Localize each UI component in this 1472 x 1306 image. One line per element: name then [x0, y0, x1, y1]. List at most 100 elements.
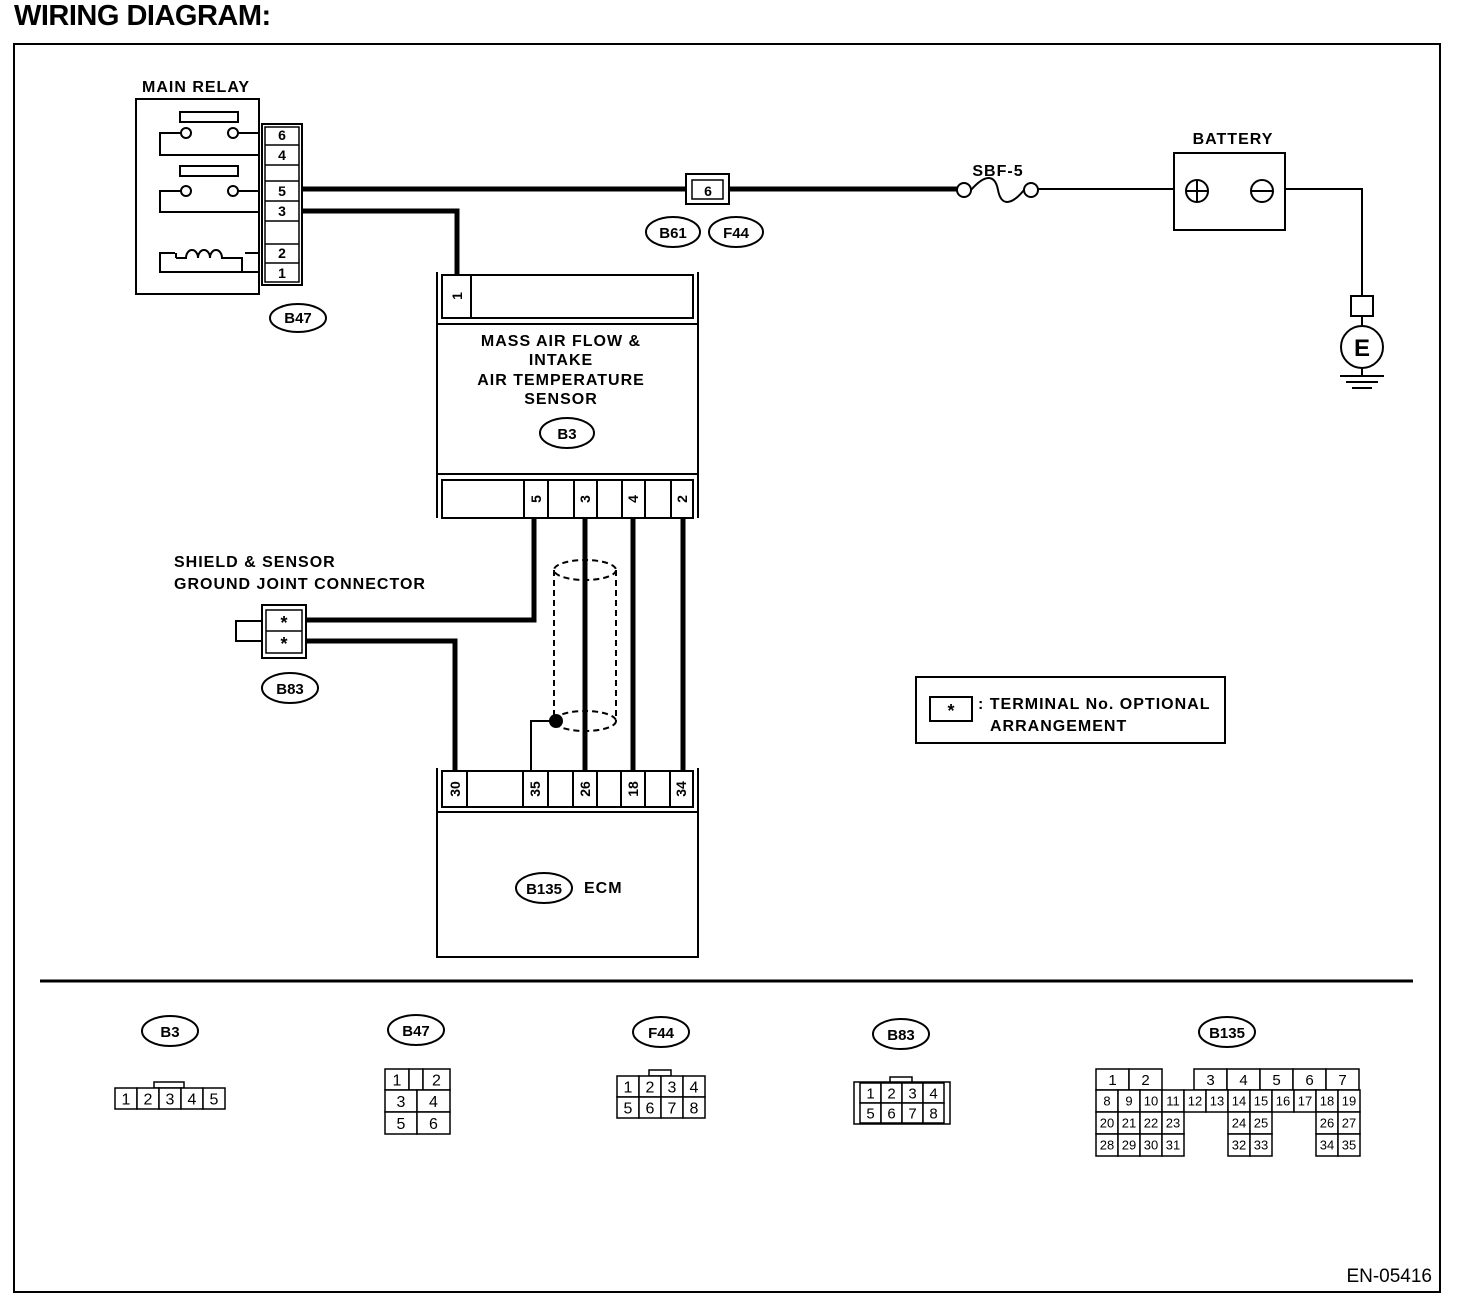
pin-number: 7: [1338, 1072, 1346, 1089]
ground-e: E: [1340, 295, 1384, 389]
ecm: 30 35 26 18 34 B135 ECM: [436, 768, 699, 958]
shield-ground-node: [549, 714, 563, 728]
connector-id-b83: B83: [276, 681, 304, 698]
inline-connector: 6 B61 F44: [645, 173, 764, 248]
pin-number: 1: [866, 1085, 874, 1102]
connector-id-b47: B47: [284, 310, 312, 327]
maf-pin: 3: [577, 495, 593, 503]
pin-number: 5: [397, 1116, 406, 1133]
pin-number: 1: [1108, 1072, 1116, 1089]
pin-cell: [416, 1111, 451, 1135]
fuse-sbf5: SBF-5: [956, 163, 1039, 203]
relay-pin: 1: [278, 265, 286, 281]
legend-symbol: *: [947, 701, 954, 721]
pin-number: 21: [1122, 1116, 1136, 1131]
connector-view-id: B83: [887, 1027, 915, 1044]
pin-number: 30: [1144, 1138, 1158, 1153]
battery-label: BATTERY: [1193, 131, 1274, 148]
pin-number: 6: [887, 1105, 895, 1122]
pin-number: 33: [1254, 1138, 1268, 1153]
pin-number: 10: [1144, 1094, 1158, 1109]
maf-pin: 5: [528, 495, 544, 503]
pin-number: 13: [1210, 1094, 1224, 1109]
connector-id-b61: B61: [659, 225, 687, 242]
connector-view-id: F44: [648, 1025, 675, 1042]
pin-number: 35: [1342, 1138, 1356, 1153]
pin-number: 25: [1254, 1116, 1268, 1131]
pin-number: 15: [1254, 1094, 1268, 1109]
pin-number: 2: [144, 1091, 153, 1108]
relay-pin: 4: [278, 147, 286, 163]
pin-cell: [1161, 1133, 1185, 1157]
pin-number: 16: [1276, 1094, 1290, 1109]
wires: [302, 186, 1363, 771]
pin-number: 19: [1342, 1094, 1356, 1109]
pin-number: 3: [668, 1079, 677, 1096]
pin-number: 22: [1144, 1116, 1158, 1131]
joint-pin: *: [280, 613, 287, 633]
pin-number: 4: [690, 1079, 699, 1096]
fuse-label: SBF-5: [972, 163, 1023, 180]
connector-id-b3: B3: [557, 426, 576, 443]
pin-number: 2: [432, 1072, 441, 1089]
pin-number: 12: [1188, 1094, 1202, 1109]
maf-sensor: 1 MASS AIR FLOW & INTAKE AIR TEMPERATURE…: [436, 272, 699, 519]
pin-number: 5: [866, 1105, 874, 1122]
connector-id-oval: [269, 303, 327, 333]
connector-id-f44: F44: [723, 225, 750, 242]
maf-label-line: SENSOR: [524, 391, 598, 408]
pin-number: 1: [624, 1079, 633, 1096]
pin-number: 20: [1100, 1116, 1114, 1131]
maf-label-line: AIR TEMPERATURE: [477, 372, 645, 389]
legend-line: ARRANGEMENT: [990, 718, 1127, 735]
maf-top-pin: 1: [449, 292, 465, 300]
joint-label-line: SHIELD & SENSOR: [174, 554, 336, 571]
ecm-pin: 34: [673, 781, 689, 797]
pin-number: 6: [1305, 1072, 1313, 1089]
diagram-frame: [13, 43, 1441, 1293]
ecm-label: ECM: [584, 880, 623, 897]
pin-number: 34: [1320, 1138, 1334, 1153]
legend-line: : TERMINAL No. OPTIONAL: [978, 696, 1210, 713]
relay-pin: 6: [278, 127, 286, 143]
pin-number: 3: [1206, 1072, 1214, 1089]
shield: [553, 559, 617, 732]
pin-number: 5: [624, 1100, 633, 1117]
document-id: EN-05416: [1346, 1266, 1432, 1287]
connector-view-id: B135: [1209, 1025, 1245, 1042]
maf-pin: 4: [625, 495, 641, 503]
pin-cell: [682, 1096, 706, 1119]
pin-number: 11: [1166, 1094, 1180, 1109]
pin-number: 27: [1342, 1116, 1356, 1131]
pin-number: 28: [1100, 1138, 1114, 1153]
maf-label-line: INTAKE: [529, 352, 593, 369]
pin-number: 4: [429, 1094, 438, 1111]
pin-number: 4: [1239, 1072, 1247, 1089]
pin-number: 2: [646, 1079, 655, 1096]
pin-number: 3: [908, 1085, 916, 1102]
inline-connector-pin: 6: [704, 183, 712, 199]
maf-label-line: MASS AIR FLOW &: [481, 333, 641, 350]
legend: * : TERMINAL No. OPTIONAL ARRANGEMENT: [915, 676, 1226, 744]
pin-number: 17: [1298, 1094, 1312, 1109]
pin-number: 6: [646, 1100, 655, 1117]
pin-number: 4: [188, 1091, 197, 1108]
pin-number: 2: [1141, 1072, 1149, 1089]
pin-number: 5: [210, 1091, 219, 1108]
pin-number: 7: [908, 1105, 916, 1122]
pin-number: 9: [1125, 1094, 1132, 1109]
pin-number: 4: [929, 1085, 937, 1102]
relay-pin: 5: [278, 183, 286, 199]
relay-pin: 3: [278, 203, 286, 219]
joint-label-line: GROUND JOINT CONNECTOR: [174, 576, 426, 593]
pin-cell: [922, 1102, 945, 1124]
pin-number: 6: [429, 1116, 438, 1133]
pin-number: 18: [1320, 1094, 1334, 1109]
pin-cell: [1249, 1133, 1273, 1157]
